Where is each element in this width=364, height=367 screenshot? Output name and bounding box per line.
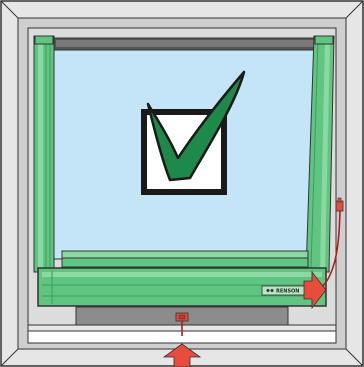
pull-cable xyxy=(317,197,344,290)
sash-bottom-strip xyxy=(61,250,309,259)
arrow-up-icon xyxy=(162,343,202,367)
pull-handle xyxy=(175,312,189,336)
brand-label: RENSON xyxy=(261,285,307,296)
left-profile xyxy=(33,35,55,273)
right-profile xyxy=(305,35,335,273)
brand-text: RENSON xyxy=(276,289,300,295)
arrow-right-icon xyxy=(303,270,327,310)
vent-profile: RENSON xyxy=(37,267,327,307)
check-mark-icon xyxy=(141,70,246,195)
